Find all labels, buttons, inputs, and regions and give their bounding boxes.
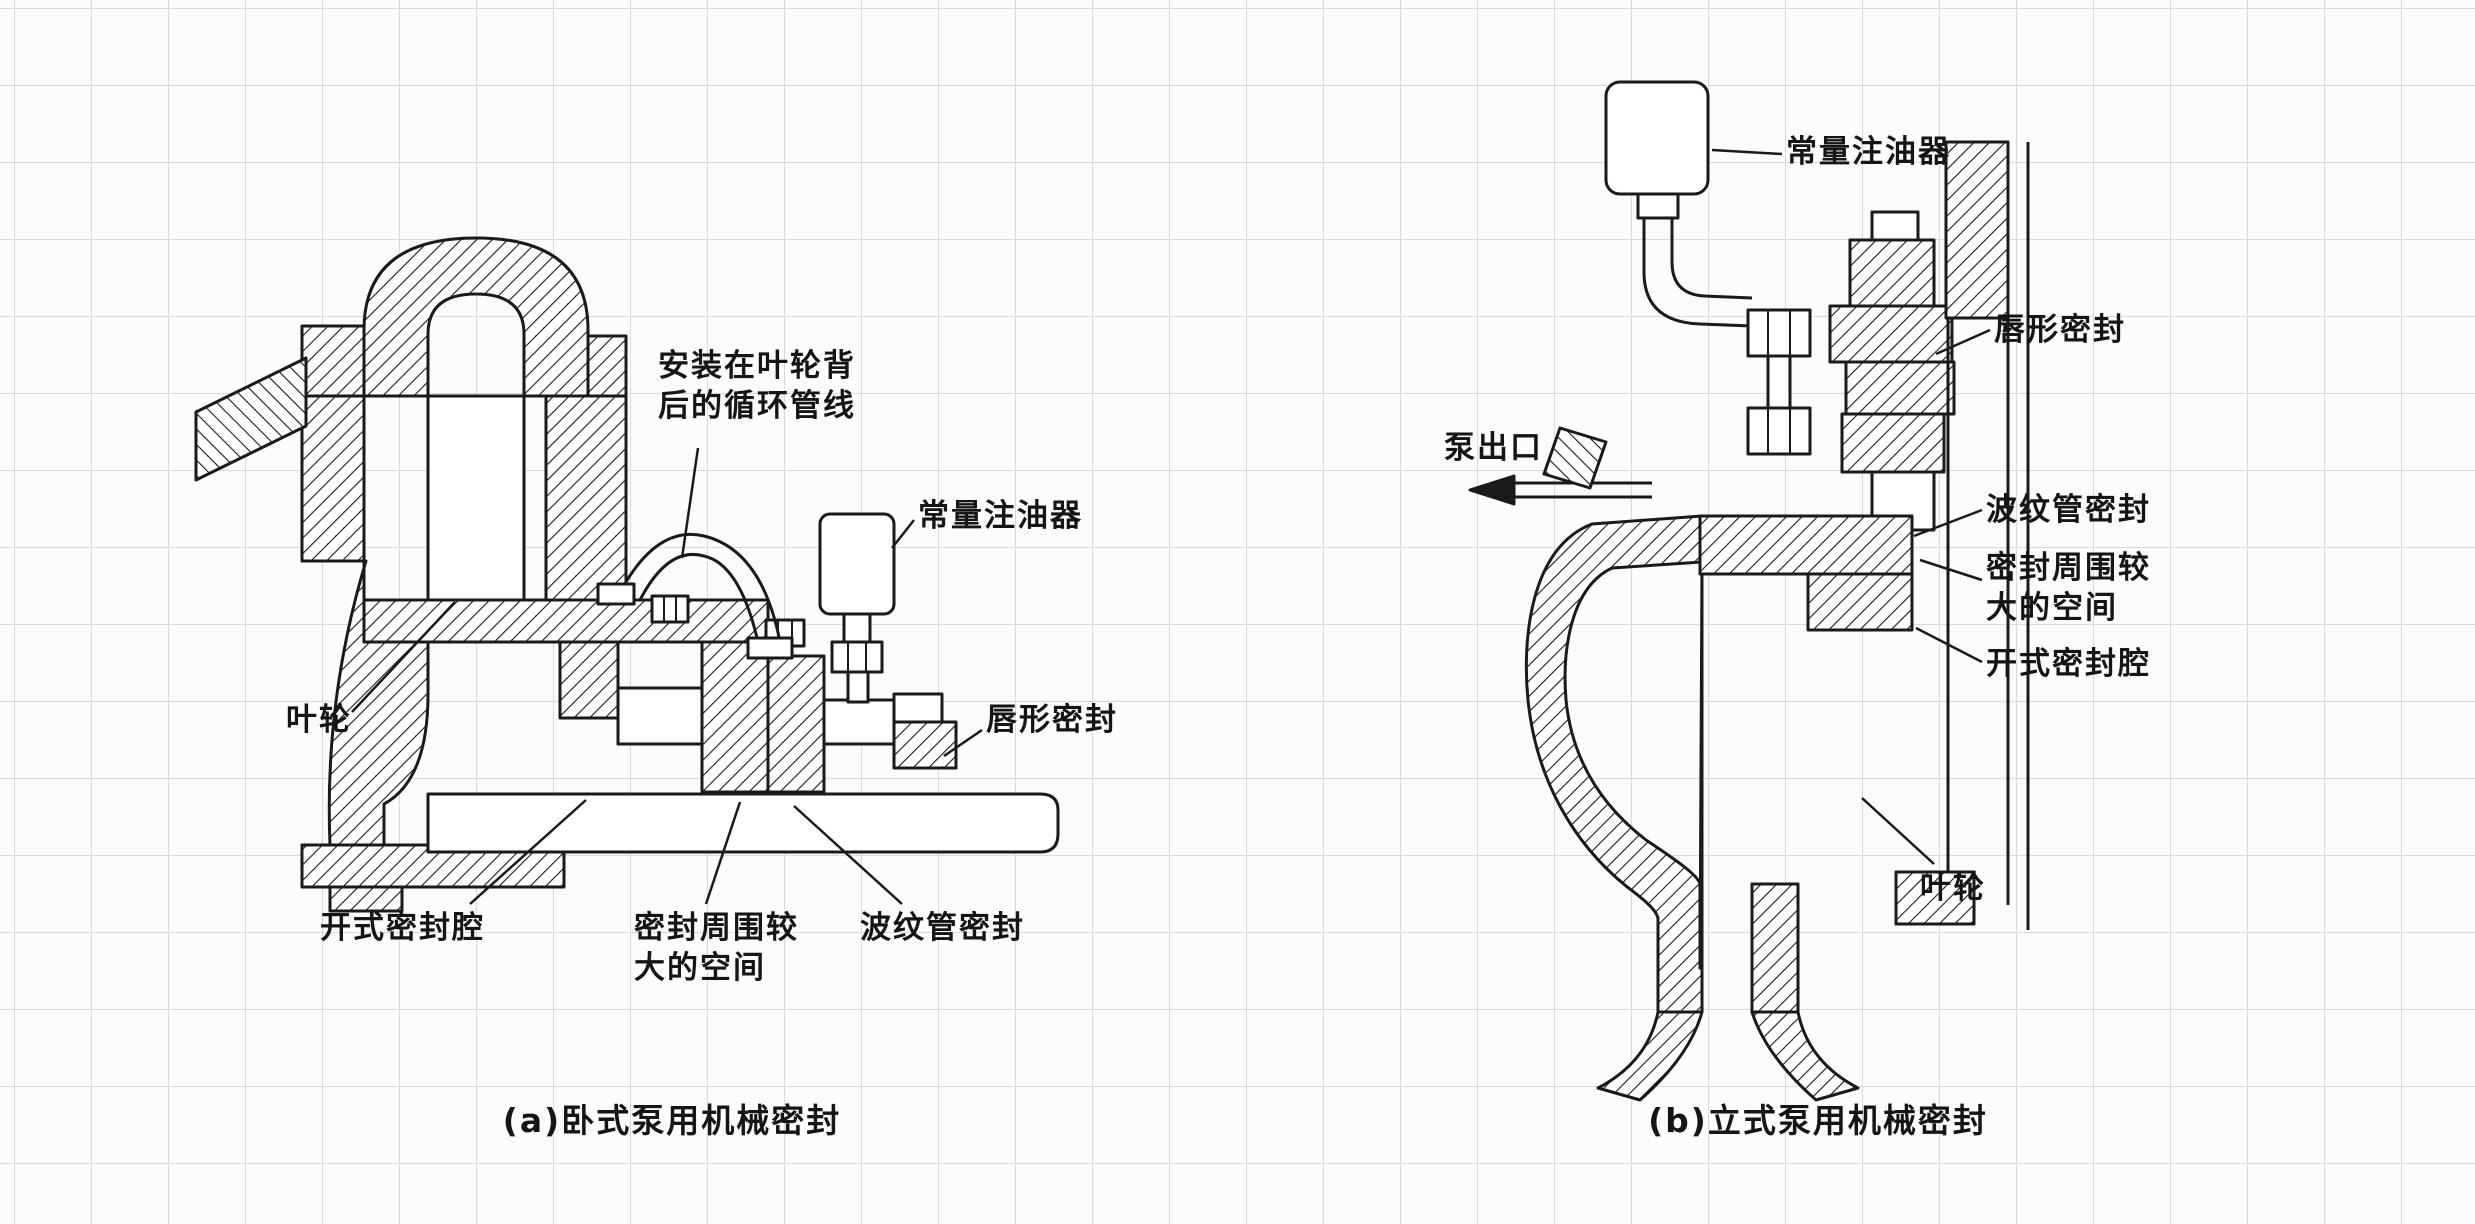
- label-impeller-b: 叶轮: [1920, 870, 1986, 906]
- leader-lip-seal-a: [943, 728, 983, 758]
- constant-oiler-fitting: [830, 640, 884, 674]
- impeller-section: [426, 394, 526, 602]
- label-lip-seal-b: 唇形密封: [1994, 312, 2126, 348]
- bearing-spacer: [822, 698, 896, 746]
- lip-seal-carrier: [892, 692, 944, 724]
- seal-gland-plate: [766, 654, 826, 794]
- pipe-nut-upper: [1746, 308, 1812, 358]
- seal-cap-b: [1870, 210, 1920, 244]
- leader-seal-space-b: [1919, 558, 1983, 582]
- leader-lip-seal-b: [1935, 328, 1991, 356]
- casing-top-slab-b: [1698, 514, 1914, 576]
- casing-side-slab-b: [1806, 572, 1914, 632]
- leader-open-chamber-a: [469, 799, 587, 905]
- casing-flange-right: [586, 334, 628, 398]
- figure-a-drawing: [194, 236, 1060, 913]
- circulation-pipe-inner: [638, 553, 760, 643]
- label-line: 大的空间: [1986, 590, 2118, 626]
- leader-open-chamber-b: [1915, 626, 1983, 664]
- label-bellows-b: 波纹管密封: [1986, 492, 2151, 528]
- volute-dome-section: [362, 236, 590, 398]
- label-line: 安装在叶轮背: [658, 348, 856, 384]
- constant-oiler-neck: [842, 612, 872, 644]
- label-oiler-a: 常量注油器: [918, 498, 1083, 534]
- volute-casing-b: [1524, 514, 1704, 1014]
- leader-oiler-b: [1711, 148, 1783, 156]
- oiler-pipe-outer: [1642, 218, 1753, 328]
- caption-figure-b: (b)立式泵用机械密封: [1648, 1101, 1988, 1140]
- figure-b-drawing: [1468, 80, 2030, 1102]
- pump-shaft: [426, 792, 1060, 854]
- constant-oiler-body: [818, 512, 896, 616]
- leader-bellows-b: [1913, 508, 1983, 538]
- casing-flange-left: [300, 324, 366, 398]
- caption-figure-a: (a)卧式泵用机械密封: [502, 1101, 842, 1140]
- label-pump-outlet-b: 泵出口: [1444, 430, 1543, 466]
- mounting-bracket: [194, 356, 308, 482]
- label-seal-space-a: 密封周围较 大的空间: [634, 908, 799, 988]
- label-line: 密封周围较: [1986, 550, 2151, 586]
- constant-oiler-body-b: [1604, 80, 1710, 196]
- outlet-valve-wedge: [1542, 426, 1608, 490]
- label-open-chamber-a: 开式密封腔: [320, 910, 485, 946]
- leader-seal-space-a: [704, 801, 742, 905]
- casing-back-plate: [362, 598, 770, 644]
- seal-housing-mid-b: [1844, 360, 1956, 416]
- circulation-pipe-outer: [614, 532, 782, 643]
- label-bellows-a: 波纹管密封: [860, 910, 1025, 946]
- label-open-chamber-b: 开式密封腔: [1986, 646, 2151, 682]
- label-impeller-a: 叶轮: [286, 702, 352, 738]
- leader-circulation-a: [680, 447, 700, 559]
- constant-oiler-neck-b: [1636, 192, 1680, 220]
- channel-flare-right: [1750, 1010, 1860, 1102]
- lip-seal-section-b: [1848, 238, 1936, 308]
- channel-flare-left: [1596, 1010, 1704, 1102]
- label-lip-seal-a: 唇形密封: [986, 702, 1118, 738]
- leader-bellows-a: [793, 805, 903, 905]
- leader-impeller-b: [1861, 797, 1935, 865]
- lip-seal-section: [892, 720, 958, 770]
- seal-housing-block: [700, 640, 770, 794]
- pipe-nut-lower: [1746, 406, 1812, 456]
- shaft-bottom-flange: [1894, 870, 1976, 926]
- label-seal-space-b: 密封周围较 大的空间: [1986, 548, 2151, 628]
- label-line: 大的空间: [634, 950, 766, 986]
- channel-wall-right-b: [1750, 882, 1800, 1014]
- label-line: 后的循环管线: [658, 388, 856, 424]
- leader-impeller-a: [351, 601, 456, 713]
- seal-housing-upper-b: [1828, 304, 1954, 364]
- gland-bolt-left: [650, 594, 690, 624]
- label-oiler-b: 常量注油器: [1786, 134, 1951, 170]
- leader-oiler-a: [891, 519, 915, 549]
- label-line: 密封周围较: [634, 910, 799, 946]
- seal-open-cavity: [616, 686, 704, 746]
- seal-chamber-block: [558, 640, 620, 720]
- pipe-fitting-left: [596, 582, 636, 606]
- casing-foot: [328, 885, 404, 913]
- constant-oiler-stem: [846, 670, 870, 704]
- oiler-pipe-inner: [1670, 218, 1753, 300]
- shaft-column-hatched: [1944, 140, 2010, 320]
- seal-housing-lower-b: [1840, 412, 1946, 474]
- pipe-fitting-right: [746, 636, 794, 660]
- label-circulation-line-a: 安装在叶轮背 后的循环管线: [658, 346, 856, 426]
- pipe-nut-tube: [1766, 354, 1792, 410]
- casing-wall-left: [300, 394, 366, 563]
